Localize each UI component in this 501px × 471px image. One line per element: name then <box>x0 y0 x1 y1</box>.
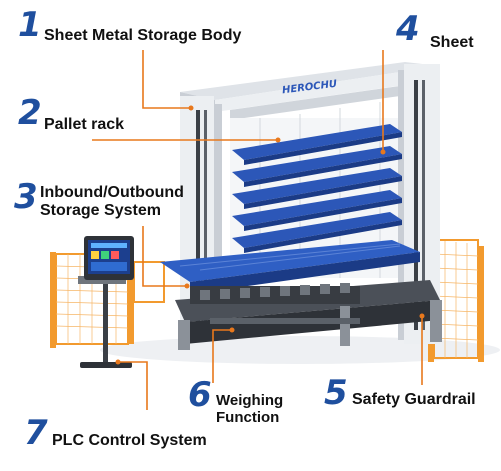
callout-4-label: Sheet <box>430 34 474 51</box>
callout-2-label: Pallet rack <box>44 116 125 133</box>
callout-6-label: Weighing Function <box>216 392 284 427</box>
callout-4-number: 4 <box>396 9 420 49</box>
leader-lines <box>92 50 423 410</box>
callout-7-label: PLC Control System <box>52 432 207 449</box>
callout-5-label: Safety Guardrail <box>352 391 476 408</box>
shelf-5 <box>232 212 402 253</box>
shelf-2 <box>232 146 402 187</box>
callout-1-label: Sheet Metal Storage Body <box>44 27 242 44</box>
leader-line-6 <box>212 329 232 383</box>
pallet-rack <box>160 124 420 294</box>
leader-line-3 <box>142 226 187 287</box>
callout-6-number: 6 <box>188 375 212 415</box>
shelf-3 <box>232 168 402 209</box>
callout-2-number: 2 <box>18 93 42 133</box>
callout-7-number: 7 <box>24 413 48 453</box>
transfer-mechanism <box>190 283 360 324</box>
leader-line-1 <box>142 50 191 109</box>
shelf-4 <box>232 190 402 231</box>
callout-3-number: 3 <box>14 177 38 217</box>
shelf-1 <box>232 124 402 165</box>
callout-1-number: 1 <box>18 5 42 45</box>
callout-3-label: Inbound/Outbound Storage System <box>40 184 184 220</box>
leader-line-7 <box>118 361 148 410</box>
callout-5-number: 5 <box>324 373 348 413</box>
